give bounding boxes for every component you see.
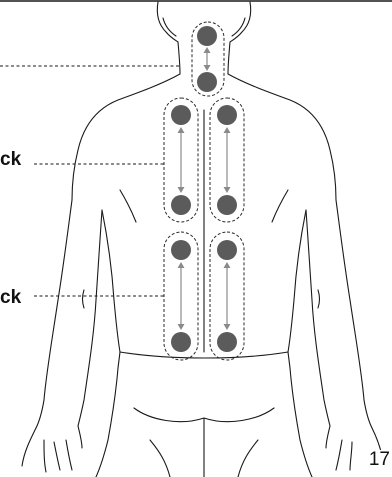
lower-right-arrow-down bbox=[224, 324, 231, 330]
neck-electrode-top bbox=[197, 26, 217, 46]
lower-left-arrow-up bbox=[178, 262, 185, 268]
neck-outline bbox=[178, 42, 230, 74]
upper-right-electrode-bottom bbox=[217, 195, 237, 215]
left-hand bbox=[22, 426, 82, 472]
waistband bbox=[118, 352, 290, 368]
left-arm-outer bbox=[36, 200, 72, 428]
lower-right-electrode-pair bbox=[210, 232, 244, 360]
neck-arrow-down bbox=[204, 65, 211, 71]
upper-right-arrow-up bbox=[224, 127, 231, 133]
left-arm-inner bbox=[78, 210, 102, 426]
upper-right-arrow-down bbox=[224, 187, 231, 193]
left-scapula bbox=[120, 190, 136, 222]
lower-right-arrow-up bbox=[224, 262, 231, 268]
lower-right-electrode-top bbox=[217, 240, 237, 260]
lower-back-label: ck bbox=[0, 288, 23, 307]
lower-left-arrow-down bbox=[178, 324, 185, 330]
upper-left-arrow-up bbox=[178, 127, 185, 133]
lower-left-electrode-top bbox=[171, 240, 191, 260]
lower-left-electrode-bottom bbox=[171, 332, 191, 352]
right-scapula bbox=[272, 190, 288, 222]
upper-right-electrode-pair bbox=[210, 98, 244, 222]
left-elbow-crease bbox=[83, 290, 85, 308]
page-number: 17 bbox=[367, 450, 390, 469]
neck-arrow-up bbox=[204, 47, 211, 53]
left-torso-side bbox=[102, 210, 120, 352]
neck-electrode-bottom bbox=[197, 72, 217, 92]
right-elbow-crease bbox=[318, 290, 320, 308]
right-arm-inner bbox=[306, 210, 330, 426]
lower-left-electrode-pair bbox=[164, 232, 198, 360]
upper-left-electrode-top bbox=[171, 105, 191, 125]
lower-right-electrode-bottom bbox=[217, 332, 237, 352]
upper-left-arrow-down bbox=[178, 187, 185, 193]
upper-left-electrode-pair bbox=[164, 98, 198, 222]
upper-back-label: ck bbox=[0, 150, 23, 169]
neck-electrode-pair bbox=[192, 22, 224, 96]
right-torso-side bbox=[288, 210, 306, 352]
upper-right-electrode-top bbox=[217, 105, 237, 125]
right-arm-outer bbox=[336, 200, 372, 428]
upper-left-electrode-bottom bbox=[171, 195, 191, 215]
buttocks bbox=[134, 408, 274, 477]
